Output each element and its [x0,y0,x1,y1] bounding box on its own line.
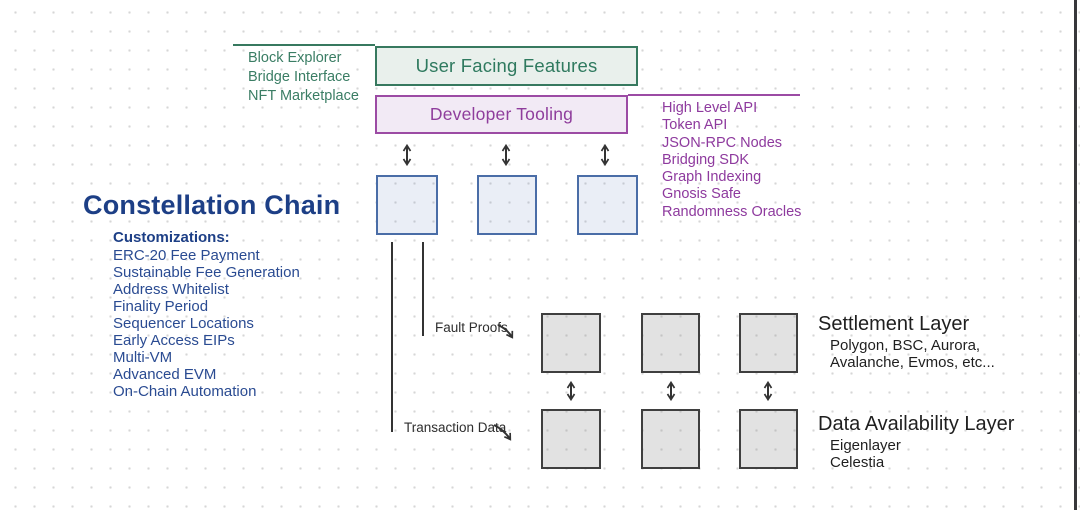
transaction-data-label: Transaction Data [404,420,507,435]
developer-tooling-items-list: High Level API Token API JSON-RPC Nodes … [662,100,801,221]
list-item: Finality Period [113,298,209,315]
chain-node-box [477,175,537,235]
settlement-layer-title: Settlement Layer [818,313,970,335]
chain-node-box [376,175,438,235]
list-item: Early Access EIPs [113,332,235,349]
user-facing-features-box: User Facing Features [375,46,638,86]
developer-tooling-label: Developer Tooling [429,104,574,124]
list-item: Avalanche, Evmos, etc... [830,354,995,371]
list-item: JSON-RPC Nodes [662,134,783,151]
settlement-node-box [739,313,798,373]
settlement-node-box [541,313,601,373]
page-title: Constellation Chain [83,190,341,220]
settlement-layer-description: Polygon, BSC, Aurora, Avalanche, Evmos, … [830,337,995,371]
list-item: Address Whitelist [113,281,229,298]
customizations-header: Customizations: [113,229,230,246]
data-availability-layer-items: Eigenlayer Celestia [830,437,901,471]
list-item: Multi-VM [113,349,173,366]
list-item: Advanced EVM [113,366,217,383]
user-facing-items-list: Block Explorer Bridge Interface NFT Mark… [248,49,359,106]
developer-tooling-connector-line [628,94,800,96]
chain-node-box [577,175,638,235]
user-facing-connector-line [233,44,375,46]
list-item: Eigenlayer [830,437,901,454]
list-item: High Level API [662,100,758,116]
list-item: Polygon, BSC, Aurora, [830,337,981,354]
list-item: Sustainable Fee Generation [113,264,300,281]
list-item: Celestia [830,454,885,471]
data-availability-layer-title: Data Availability Layer [818,413,1015,435]
settlement-node-box [641,313,700,373]
list-item: On-Chain Automation [113,383,257,400]
screen-right-border [1074,0,1077,510]
list-item: Block Explorer [248,50,342,66]
data-availability-node-box [739,409,798,469]
list-item: Graph Indexing [662,169,762,186]
list-item: NFT Marketplace [248,88,359,104]
data-availability-node-box [541,409,601,469]
list-item: Bridging SDK [662,151,750,168]
list-item: Gnosis Safe [662,186,741,203]
developer-tooling-box: Developer Tooling [375,95,628,134]
customizations-list: ERC-20 Fee Payment Sustainable Fee Gener… [113,247,300,400]
fault-proofs-label: Fault Proofs [435,320,508,335]
list-item: ERC-20 Fee Payment [113,247,260,264]
data-availability-node-box [641,409,700,469]
user-facing-features-label: User Facing Features [415,55,598,76]
list-item: Sequencer Locations [113,315,254,332]
list-item: Randomness Oracles [662,203,802,220]
list-item: Bridge Interface [248,69,351,85]
list-item: Token API [662,117,728,134]
